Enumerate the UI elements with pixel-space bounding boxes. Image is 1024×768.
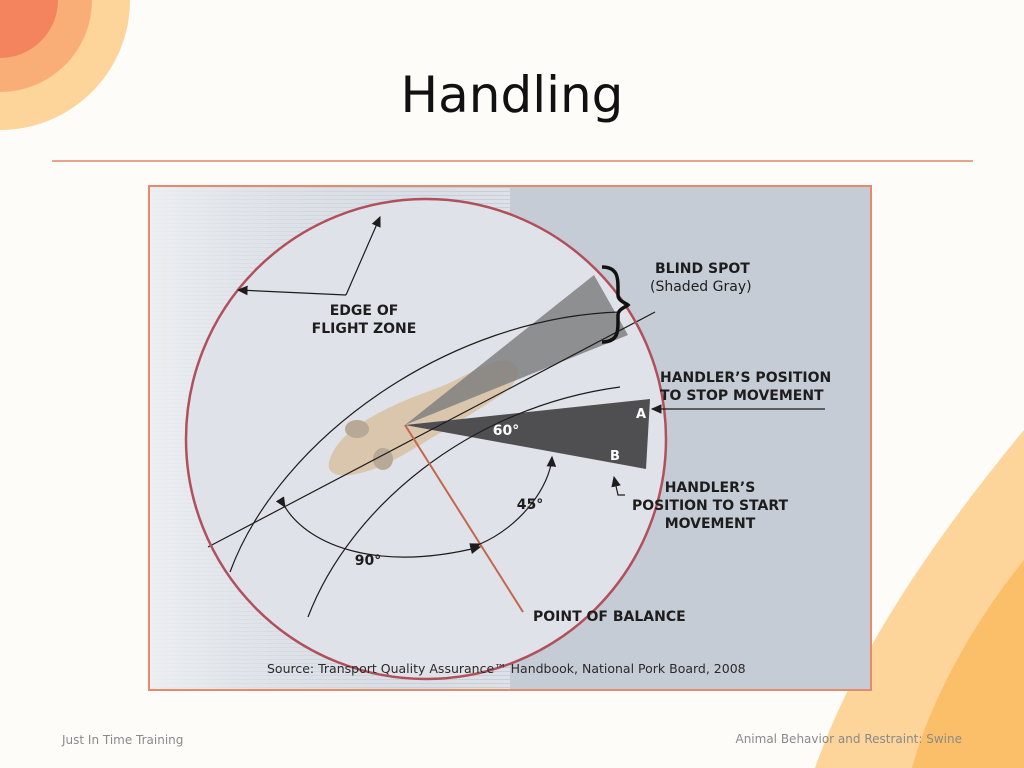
blind-spot-label: BLIND SPOT <box>655 261 750 277</box>
title-divider <box>52 160 973 162</box>
blind-spot-bracket <box>601 265 631 344</box>
forty-five-degree-label: 45° <box>517 497 543 513</box>
stop-position-label-line2: TO STOP MOVEMENT <box>660 388 824 404</box>
blind-spot-sublabel: (Shaded Gray) <box>650 279 752 295</box>
sixty-degree-label: 60° <box>493 423 519 439</box>
flight-zone-diagram: EDGE OF FLIGHT ZONE BLIND SPOT (Shaded G… <box>148 185 872 691</box>
start-position-label-line2: POSITION TO START <box>632 498 789 514</box>
outer-side-arc <box>229 311 621 573</box>
forty-five-degree-arc <box>469 455 557 553</box>
point-of-balance-label: POINT OF BALANCE <box>533 609 686 625</box>
stop-position-label-line1: HANDLER’S POSITION <box>660 370 831 386</box>
point-a-label: A <box>636 407 646 422</box>
ninety-degree-arc <box>275 496 482 558</box>
ninety-degree-label: 90° <box>355 553 381 569</box>
edge-of-flight-zone-label-line2: FLIGHT ZONE <box>312 321 417 337</box>
slide-title: Handling <box>400 66 624 124</box>
flight-zone-circle <box>184 197 668 681</box>
start-position-label-line3: MOVEMENT <box>665 516 756 532</box>
point-b-label: B <box>610 449 620 464</box>
start-position-label-line1: HANDLER’S <box>665 480 756 496</box>
blind-spot-wedge <box>405 275 628 425</box>
edge-arrow-left <box>236 285 347 296</box>
footer-right-text: Animal Behavior and Restraint: Swine <box>735 732 962 746</box>
start-position-arrow <box>611 475 625 496</box>
edge-arrow-top <box>345 215 381 296</box>
sixty-degree-wedge <box>405 399 650 469</box>
source-citation: Source: Transport Quality Assurance™ Han… <box>267 661 746 676</box>
edge-of-flight-zone-label-line1: EDGE OF <box>330 303 399 319</box>
inner-side-arc <box>307 386 621 618</box>
corner-arc-inner <box>0 0 58 58</box>
footer-left-text: Just In Time Training <box>62 733 184 747</box>
